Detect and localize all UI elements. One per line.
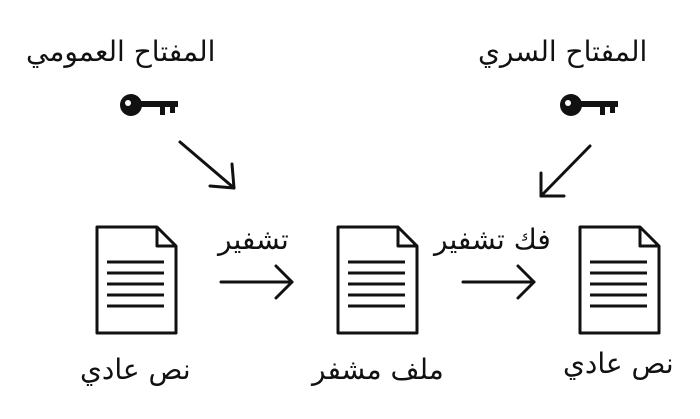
decrypt-arrow-icon	[461, 264, 536, 300]
private-key-arrow-icon	[539, 144, 592, 198]
plaintext-left-label: نص عادي	[80, 353, 191, 386]
encrypt-label: تشفير	[218, 223, 289, 256]
plaintext-right-label: نص عادي	[563, 347, 674, 380]
plaintext-right-document-icon	[578, 225, 661, 335]
ciphertext-label: ملف مشفر	[312, 353, 444, 386]
public-key-icon	[120, 94, 178, 116]
plaintext-left-document-icon	[95, 225, 178, 335]
private-key-icon	[560, 94, 618, 116]
public-key-arrow-icon	[178, 140, 236, 190]
public-key-label: المفتاح العمومي	[26, 35, 216, 68]
ciphertext-document-icon	[336, 225, 419, 335]
private-key-label: المفتاح السري	[478, 35, 648, 68]
encrypt-arrow-icon	[219, 264, 294, 300]
decrypt-label: فك تشفير	[434, 223, 551, 256]
